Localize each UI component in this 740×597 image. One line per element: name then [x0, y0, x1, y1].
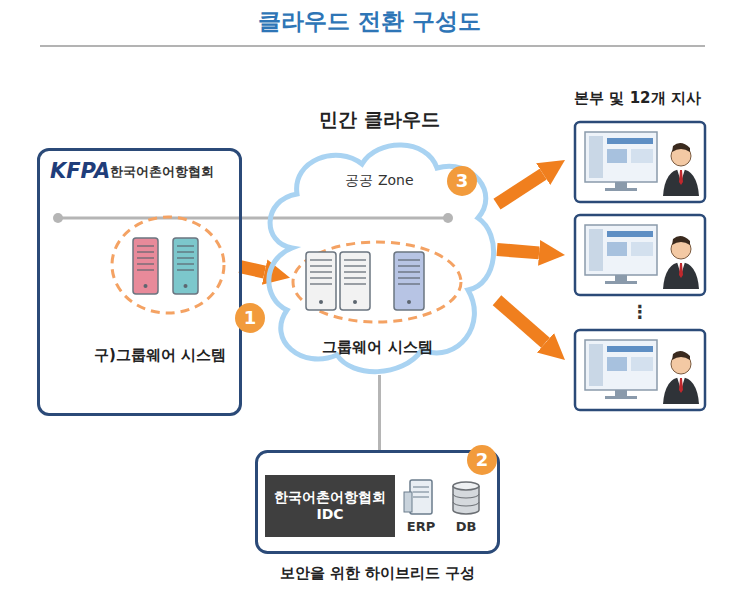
node-text: 한국어촌어항협회	[110, 164, 214, 180]
callout-number: 3	[447, 166, 477, 196]
diagram-title: 클라우드 전환 구성도	[0, 8, 740, 36]
server-icon	[340, 252, 370, 310]
branch-offices: 본부 및 12개 지사	[565, 85, 710, 415]
server-icon	[394, 252, 424, 310]
server-icon	[173, 238, 198, 294]
node-heading: 그룹웨어 시스템	[290, 338, 465, 356]
node-heading: 구)그룹웨어 시스템	[80, 346, 240, 364]
network-line	[58, 217, 448, 220]
flow-arrow	[240, 267, 265, 272]
callout-number: 2	[467, 445, 497, 475]
node-heading: 보안을 위한 하이브리드 구성	[255, 564, 500, 582]
icon-label: ERP	[391, 519, 451, 534]
flow-arrow	[497, 174, 543, 204]
cloud-region: 민간 클라우드공공 Zone그룹웨어 시스템	[262, 108, 497, 375]
server-icon	[306, 252, 336, 310]
node-heading: KFPA	[50, 159, 110, 184]
idc-box: 한국어촌어항협회 IDC	[265, 475, 395, 537]
title-rule	[40, 45, 705, 47]
node-heading: 민간 클라우드	[262, 108, 497, 131]
node-shape	[565, 85, 710, 415]
dashed-ring	[293, 242, 461, 322]
groupware-system: 그룹웨어 시스템	[290, 238, 465, 362]
flow-arrow	[497, 300, 545, 343]
user-terminal	[575, 122, 705, 202]
legacy-system: 구)그룹웨어 시스템	[80, 208, 240, 378]
network-dot	[443, 213, 453, 223]
server-icon	[133, 238, 158, 294]
callout-number: 1	[235, 303, 265, 333]
user-terminal	[575, 215, 705, 295]
icon-label: DB	[436, 519, 496, 534]
network-dot	[53, 213, 63, 223]
org-box: KFPA한국어촌어항협회구)그룹웨어 시스템	[37, 148, 242, 416]
user-terminal	[575, 330, 705, 410]
flow-arrow	[497, 250, 539, 253]
node-heading: 한국어촌어항협회 IDC	[272, 489, 388, 523]
link-line	[378, 375, 381, 450]
db-cylinder-icon	[453, 482, 479, 514]
icon-label: ⋮	[610, 301, 670, 322]
dashed-ring	[112, 217, 224, 313]
node-heading: 본부 및 12개 지사	[565, 89, 710, 107]
hybrid-frame	[257, 452, 499, 553]
erp-server-icon	[404, 480, 432, 514]
